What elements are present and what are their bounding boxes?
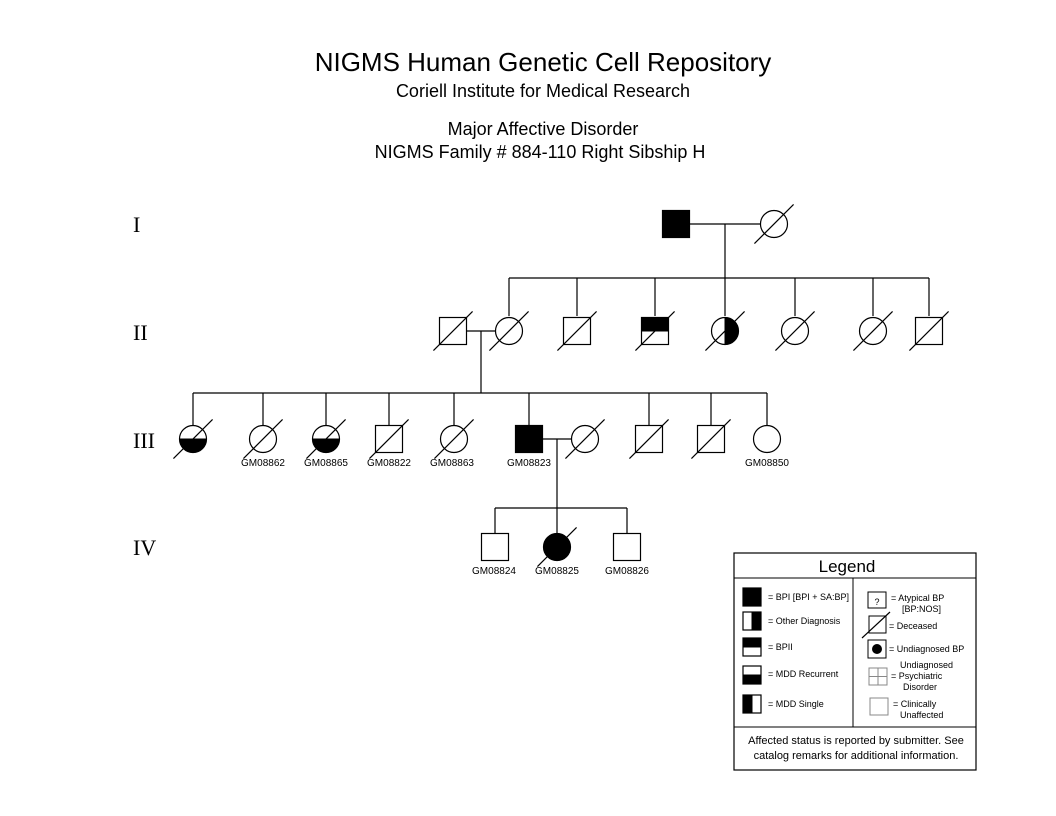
id-label-gm08865: GM08865 (304, 458, 348, 469)
individual-gen3-8 (629, 419, 669, 459)
individual-gen1-2 (754, 204, 794, 244)
individual-gen2-1 (433, 311, 473, 351)
individual-gm08824 (480, 532, 510, 562)
legend-label-bpi: = BPI [BPI + SA:BP] (768, 592, 849, 602)
legend-symbol-undiagnosed-psych (868, 667, 888, 686)
individual-gm08862 (243, 419, 283, 459)
individual-gm08823 (514, 424, 544, 454)
generation-label-i: I (133, 212, 140, 237)
individual-gm08863 (434, 419, 474, 459)
generation-label-ii: II (133, 320, 148, 345)
legend-box: Legend ? = BPI [BPI + SA:BP] = Other Dia… (733, 552, 977, 771)
id-label-gm08862: GM08862 (241, 458, 285, 469)
individual-gen2-4 (635, 311, 675, 351)
legend-symbol-other (742, 611, 762, 631)
legend-label-undiagnosed-psych-2: = Psychiatric (891, 671, 943, 681)
individual-gm08865 (306, 419, 346, 459)
legend-label-mdd-recurrent: = MDD Recurrent (768, 669, 839, 679)
legend-symbol-clinically-unaffected (869, 697, 889, 716)
legend-note-line-2: catalog remarks for additional informati… (754, 750, 959, 762)
legend-label-undiagnosed-psych-1: Undiagnosed (900, 660, 953, 670)
id-label-gm08850: GM08850 (745, 458, 789, 469)
individual-gen3-7 (565, 419, 605, 459)
individual-gm08822 (369, 419, 409, 459)
legend-label-clinically-unaffected-1: = Clinically (893, 699, 937, 709)
legend-symbol-undiagnosed-bp (867, 639, 887, 659)
legend-symbol-atypical-bp: ? (867, 591, 887, 609)
id-label-gm08824: GM08824 (472, 566, 516, 577)
legend-symbol-mdd-single (742, 694, 762, 714)
svg-text:?: ? (874, 597, 879, 607)
individual-gen2-2 (489, 311, 529, 351)
pedigree-lines (192, 223, 930, 534)
page-title: NIGMS Human Genetic Cell Repository (315, 47, 772, 77)
individual-gm08825 (537, 527, 577, 567)
generation-label-iv: IV (133, 535, 156, 560)
legend-symbols: ? (742, 587, 891, 716)
individual-gen3-1 (173, 419, 213, 459)
legend-label-undiagnosed-psych-3: Disorder (903, 682, 937, 692)
id-label-gm08825: GM08825 (535, 566, 579, 577)
id-label-gm08826: GM08826 (605, 566, 649, 577)
page-subtitle: Coriell Institute for Medical Research (396, 81, 690, 101)
legend-label-clinically-unaffected-2: Unaffected (900, 710, 943, 720)
legend-label-mdd-single: = MDD Single (768, 699, 824, 709)
individual-gen2-7 (853, 311, 893, 351)
individual-gen1-1 (661, 209, 691, 239)
id-label-gm08863: GM08863 (430, 458, 474, 469)
legend-label-bpii: = BPII (768, 642, 793, 652)
legend-symbol-bpii (742, 637, 762, 657)
individual-gen2-5 (705, 311, 745, 351)
legend-title: Legend (819, 557, 876, 576)
family-title: NIGMS Family # 884-110 Right Sibship H (375, 142, 706, 162)
id-label-gm08822: GM08822 (367, 458, 411, 469)
individual-gm08826 (612, 532, 642, 562)
legend-label-deceased: = Deceased (889, 621, 937, 631)
individual-gen3-9 (691, 419, 731, 459)
legend-symbol-bpi (742, 587, 762, 607)
individual-gen2-8 (909, 311, 949, 351)
individual-gen2-6 (775, 311, 815, 351)
legend-symbol-mdd-recurrent (742, 665, 762, 685)
generation-label-iii: III (133, 428, 155, 453)
disorder-title: Major Affective Disorder (448, 119, 639, 139)
individual-gm08850 (752, 424, 782, 454)
pedigree-individuals (173, 204, 949, 567)
legend-symbol-deceased (861, 611, 891, 639)
id-label-gm08823: GM08823 (507, 458, 551, 469)
legend-note-line-1: Affected status is reported by submitter… (748, 735, 964, 747)
individual-gen2-3 (557, 311, 597, 351)
legend-label-atypical-bp-sub: [BP:NOS] (902, 604, 941, 614)
legend-label-undiagnosed-bp: = Undiagnosed BP (889, 644, 964, 654)
legend-label-atypical-bp: = Atypical BP (891, 593, 944, 603)
legend-label-other: = Other Diagnosis (768, 616, 841, 626)
